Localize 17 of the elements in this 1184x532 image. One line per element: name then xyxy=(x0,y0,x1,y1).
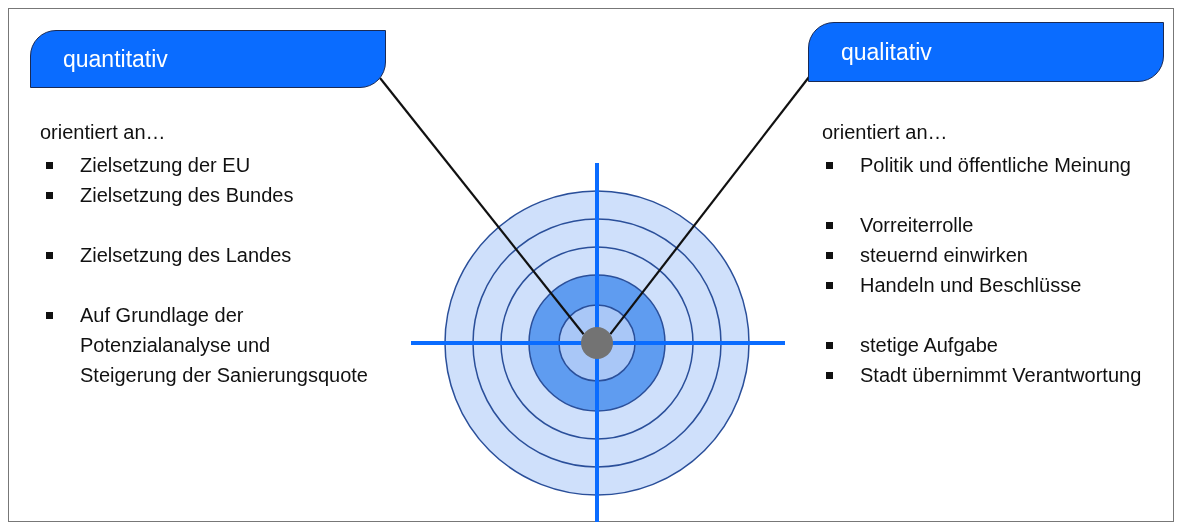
list-item: Handeln und Beschlüsse xyxy=(860,273,1083,298)
category-tab: qualitativ xyxy=(808,22,1164,82)
list-item: stetige Aufgabe xyxy=(860,333,999,358)
category-tab: quantitativ xyxy=(30,30,386,88)
connector-line xyxy=(379,77,585,335)
list-item: Zielsetzung der EU xyxy=(80,153,252,178)
list-item: steuernd einwirken xyxy=(860,243,1029,268)
list-item: Politik und öffentliche Meinung xyxy=(860,153,1132,178)
list-item: Zielsetzung des Bundes xyxy=(80,183,295,208)
list-item: Stadt übernimmt Verantwortung xyxy=(860,363,1143,388)
list-item: Auf Grundlage der Potenzialanalyse und Steigerung der Sanierungsquote xyxy=(80,303,369,388)
list-heading: orientiert an… xyxy=(822,120,949,145)
list-heading: orientiert an… xyxy=(40,120,167,145)
list-item: Vorreiterrolle xyxy=(860,213,975,238)
list-item: Zielsetzung des Landes xyxy=(80,243,293,268)
connector-line xyxy=(609,76,810,335)
center-dot xyxy=(581,327,613,359)
